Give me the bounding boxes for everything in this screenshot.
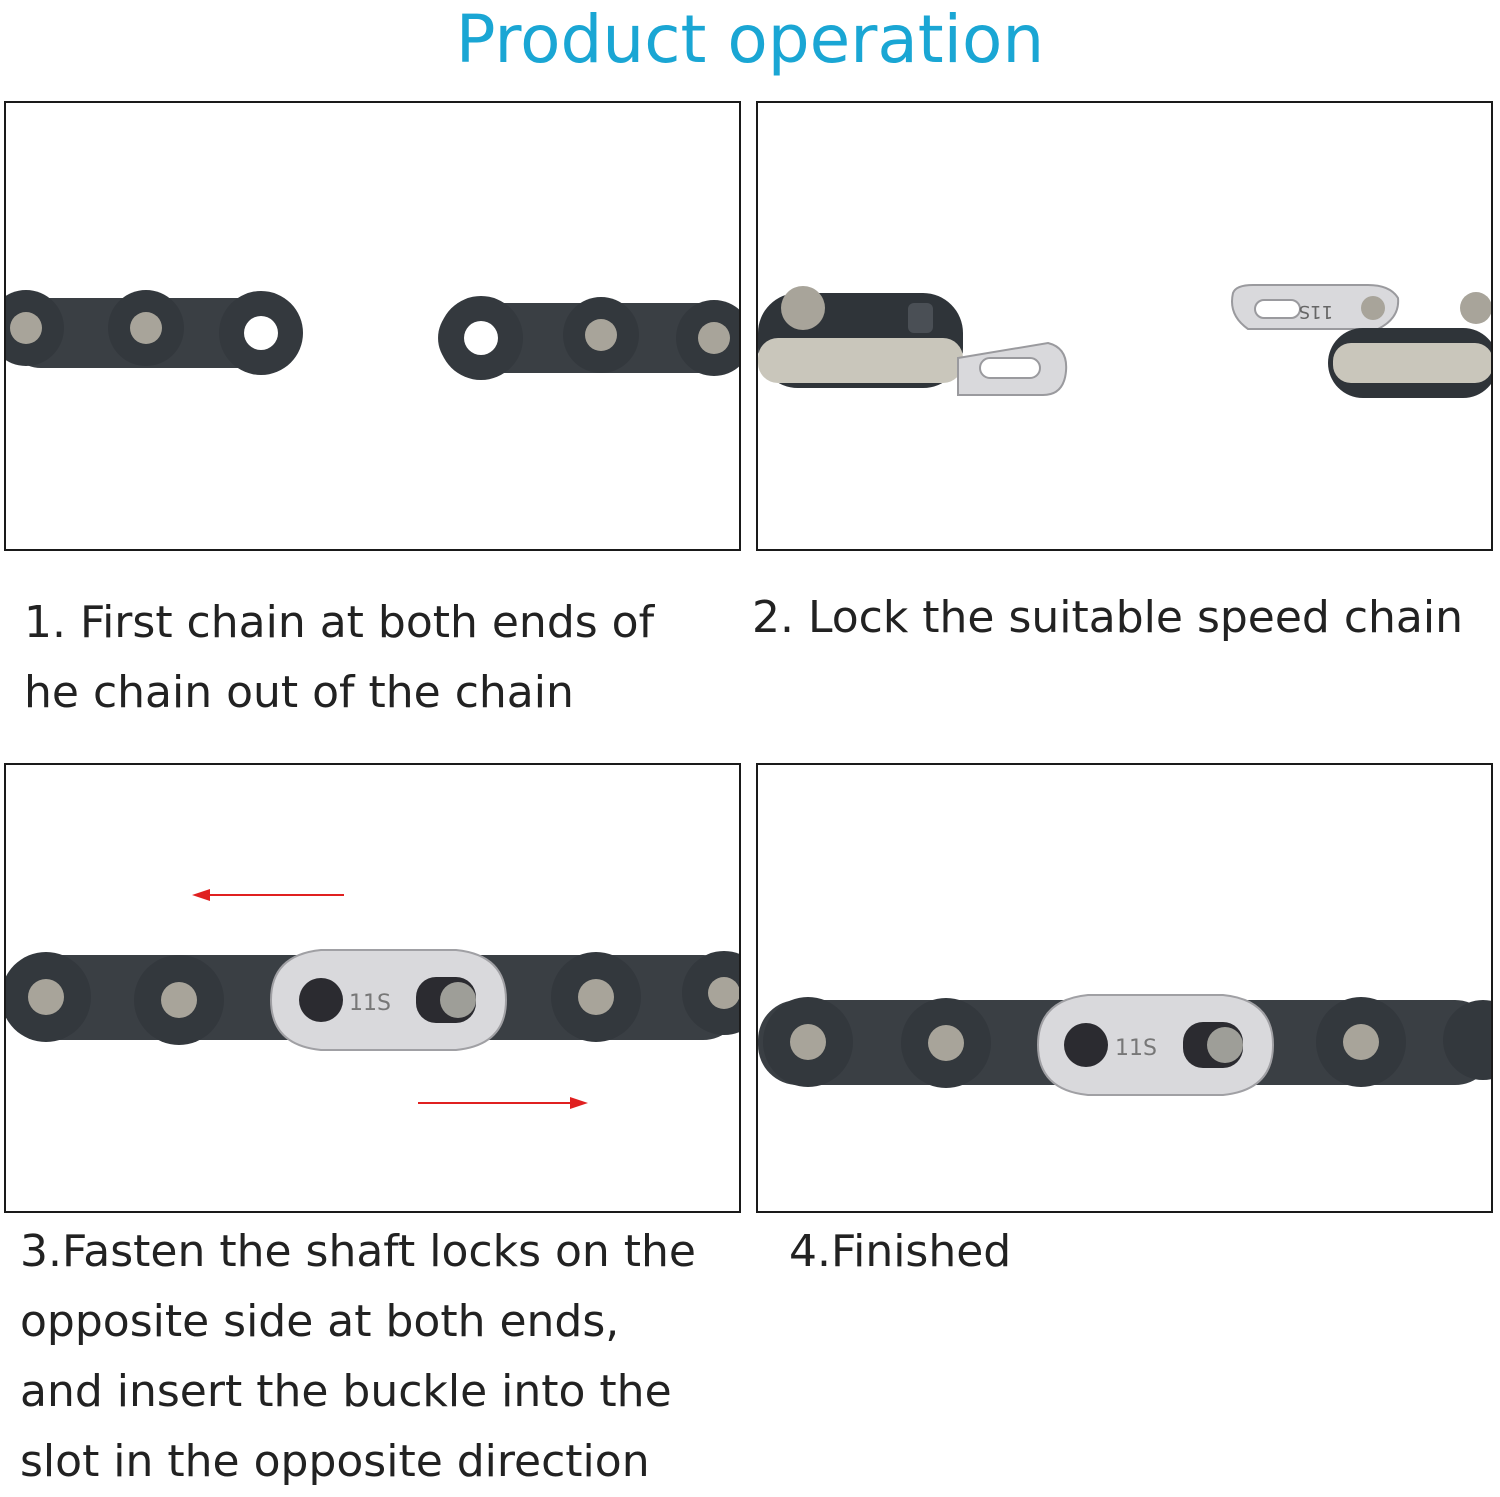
chain-right-segment bbox=[438, 296, 739, 380]
step-3-image: 11S bbox=[4, 763, 741, 1213]
caption-line: and insert the buckle into the bbox=[20, 1366, 672, 1417]
caption-line: opposite side at both ends, bbox=[20, 1296, 620, 1347]
caption-line: 2. Lock the suitable speed chain bbox=[752, 592, 1464, 643]
chain-pin bbox=[790, 1024, 826, 1060]
chain-separated-illustration bbox=[6, 290, 739, 380]
chain-pin bbox=[130, 312, 162, 344]
finished-chain-illustration: 11S bbox=[758, 994, 1491, 1096]
step-1-image bbox=[4, 101, 741, 551]
caption-line: 4.Finished bbox=[789, 1226, 1012, 1277]
quick-link-halves-illustration: 11S bbox=[758, 284, 1491, 398]
chain-pin bbox=[708, 977, 739, 1009]
caption-line: 1. First chain at both ends of bbox=[24, 597, 655, 648]
chain-pin bbox=[781, 286, 825, 330]
quick-link: 11S bbox=[269, 949, 508, 1051]
chain-left-end bbox=[758, 286, 1068, 396]
chain-left-segment bbox=[6, 290, 303, 375]
svg-text:11S: 11S bbox=[349, 991, 391, 1016]
step-3-caption: 3.Fasten the shaft locks on the opposite… bbox=[20, 1217, 696, 1497]
chain-pin bbox=[161, 982, 197, 1018]
step-2-caption: 2. Lock the suitable speed chain bbox=[752, 583, 1463, 653]
chain-pin bbox=[28, 979, 64, 1015]
caption-line: 3.Fasten the shaft locks on the bbox=[20, 1226, 696, 1277]
chain-pin bbox=[578, 979, 614, 1015]
quick-link: 11S bbox=[1036, 994, 1275, 1096]
arrow-left-icon bbox=[192, 889, 344, 901]
caption-line: slot in the opposite direction bbox=[20, 1436, 650, 1487]
chain-pin bbox=[1460, 292, 1491, 324]
chain-pin bbox=[10, 312, 42, 344]
arrow-right-icon bbox=[418, 1097, 588, 1109]
chain-pin bbox=[928, 1025, 964, 1061]
chain-hole bbox=[464, 321, 498, 355]
chain-pin bbox=[698, 322, 730, 354]
page-title: Product operation bbox=[455, 1, 1045, 78]
step-2-image: 11S bbox=[756, 101, 1493, 551]
chain-pin bbox=[1343, 1024, 1379, 1060]
step-4-caption: 4.Finished bbox=[789, 1217, 1011, 1287]
chain-right-end: 11S bbox=[1231, 284, 1491, 398]
fasten-link-illustration: 11S bbox=[6, 889, 739, 1109]
svg-text:11S: 11S bbox=[1115, 1036, 1157, 1061]
svg-text:11S: 11S bbox=[1299, 301, 1333, 322]
step-4-image: 11S bbox=[756, 763, 1493, 1213]
chain-hole bbox=[244, 316, 278, 350]
step-1-caption: 1. First chain at both ends of he chain … bbox=[24, 588, 654, 728]
chain-pin bbox=[585, 319, 617, 351]
caption-line: he chain out of the chain bbox=[24, 667, 574, 718]
